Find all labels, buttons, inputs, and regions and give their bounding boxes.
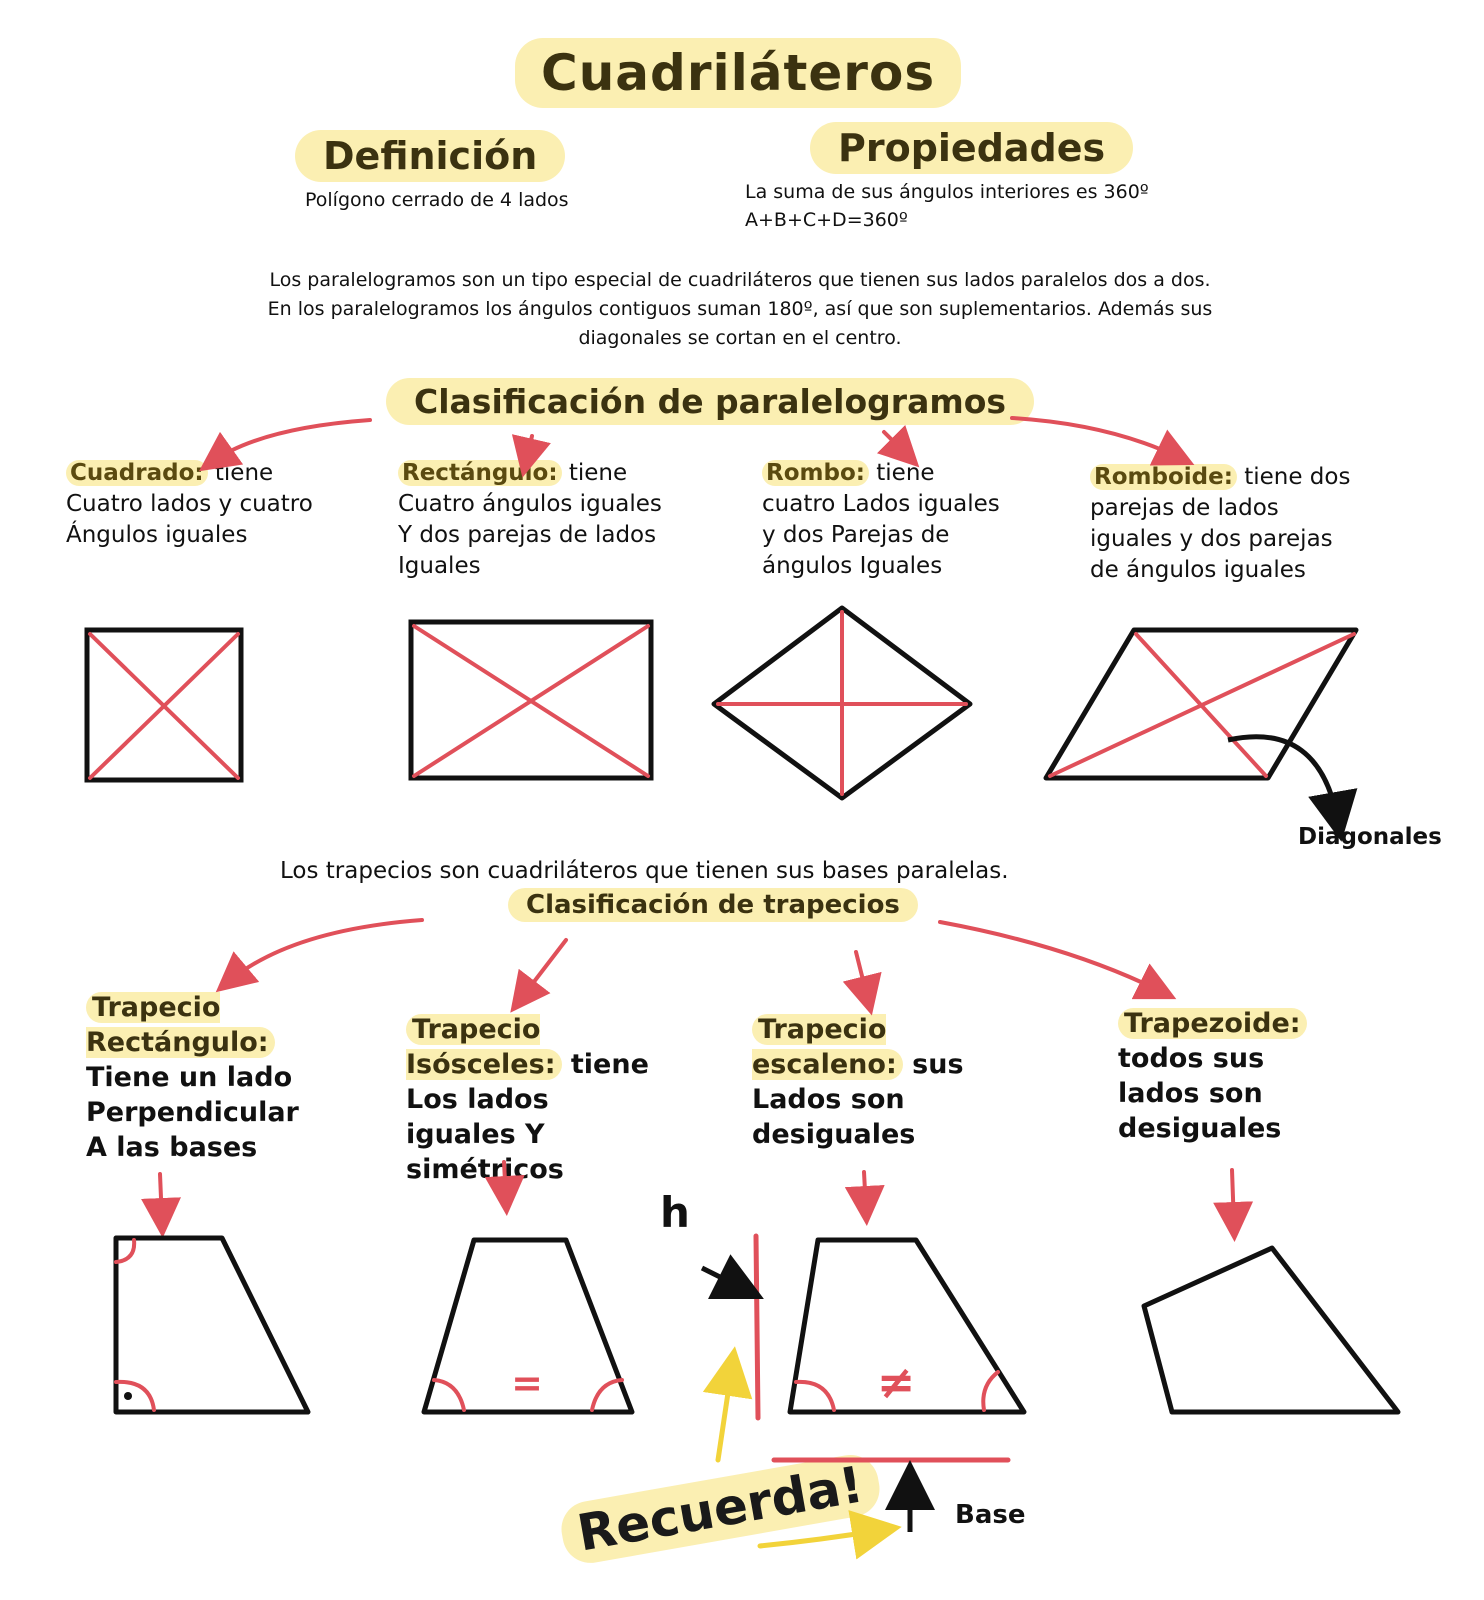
arrow-down-isosceles (484, 1160, 525, 1216)
caption-trapecio-rectangulo: Trapecio Rectángulo: Tiene un lado Perpe… (86, 990, 299, 1165)
rectangle-shape (408, 619, 654, 781)
arrow-to-rectangulo (511, 434, 551, 478)
arrow-to-trapezoide (938, 920, 1177, 1000)
height-line (753, 1233, 761, 1421)
height-label: h (660, 1188, 690, 1237)
caption-rectangulo: Rectángulo: tiene Cuatro ángulos iguales… (398, 458, 683, 582)
caption-trapezoide-text: todos sus lados son desiguales (1118, 1043, 1282, 1144)
trapezoid-irregular-shape (1141, 1245, 1401, 1415)
arrow-to-trapecio-isosceles (510, 938, 568, 1013)
properties-line-2: A+B+C+D=360º (745, 209, 908, 231)
caption-rectangulo-text: tiene Cuatro ángulos iguales Y dos parej… (398, 460, 662, 579)
diagonals-pointer-arrow (1227, 734, 1358, 842)
caption-cuadrado-text: tiene Cuatro lados y cuatro Ángulos igua… (66, 460, 313, 548)
scalene-not-equal-mark: ≠ (877, 1355, 916, 1409)
right-trapezoid-shape (113, 1235, 311, 1415)
caption-trapecio-escaleno-text: sus Lados son desiguales (752, 1049, 964, 1150)
rhombus-shape (711, 605, 973, 801)
caption-rombo-label: Rombo: (762, 460, 869, 486)
yellow-arrow-up (702, 1346, 753, 1463)
arrow-down-trapezoide (1213, 1168, 1254, 1242)
page-title: Cuadriláteros (515, 38, 962, 108)
caption-cuadrado-label: Cuadrado: (66, 460, 208, 486)
arrow-down-escaleno (844, 1170, 885, 1226)
definition-text: Polígono cerrado de 4 lados (305, 189, 569, 211)
arrow-to-trapecio-rectangulo (215, 918, 424, 993)
arrow-to-rombo (876, 424, 920, 468)
caption-trapecio-escaleno: Trapecio escaleno: sus Lados son desigua… (752, 1012, 982, 1152)
caption-romboide-text: tiene dos parejas de lados iguales y dos… (1090, 464, 1351, 583)
caption-trapecio-rectangulo-text: Tiene un lado Perpendicular A las bases (86, 1062, 299, 1163)
caption-romboide-label: Romboide: (1090, 464, 1237, 490)
properties-heading: Propiedades (810, 122, 1134, 174)
caption-rombo-text: tiene cuatro Lados iguales y dos Parejas… (762, 460, 1000, 579)
caption-trapezoide: Trapezoide: todos sus lados son desigual… (1118, 1006, 1318, 1146)
arrow-to-romboide (1010, 416, 1195, 466)
height-pointer-arrow (700, 1254, 764, 1299)
caption-trapezoide-label: Trapezoide: (1118, 1008, 1307, 1039)
parallelograms-intro-line-3: diagonales se cortan en el centro. (578, 327, 902, 349)
parallelograms-intro-line-1: Los paralelogramos son un tipo especial … (269, 269, 1211, 291)
isosceles-trapezoid-shape (421, 1237, 635, 1415)
caption-cuadrado: Cuadrado: tiene Cuatro lados y cuatro Án… (66, 458, 336, 551)
trapezoids-intro: Los trapecios son cuadriláteros que tien… (280, 858, 1009, 884)
yellow-arrow-right (757, 1510, 902, 1560)
parallelograms-intro: Los paralelogramos son un tipo especial … (140, 266, 1340, 353)
arrow-to-cuadrado (198, 418, 372, 472)
caption-romboide: Romboide: tiene dos parejas de lados igu… (1090, 462, 1360, 586)
parallelograms-intro-line-2: En los paralelogramos los ángulos contig… (267, 298, 1213, 320)
rhomboid-shape (1043, 627, 1359, 781)
isosceles-equal-mark: = (511, 1361, 543, 1405)
definition-heading: Definición (295, 130, 566, 182)
caption-trapecio-isosceles-text: tiene Los lados iguales Y simétricos (406, 1049, 649, 1185)
arrow-down-rectangulo (141, 1172, 181, 1238)
square-shape (84, 627, 244, 783)
caption-trapecio-isosceles: Trapecio Isósceles: tiene Los lados igua… (406, 1012, 656, 1187)
parallelogram-classification-heading: Clasificación de paralelogramos (386, 378, 1035, 425)
properties-line-1: La suma de sus ángulos interiores es 360… (745, 181, 1149, 203)
caption-rombo: Rombo: tiene cuatro Lados iguales y dos … (762, 458, 1012, 582)
trapezoid-classification-heading: Clasificación de trapecios (508, 888, 918, 922)
base-label: Base (955, 1500, 1026, 1530)
scalene-trapezoid-shape (787, 1237, 1027, 1415)
arrow-to-trapecio-escaleno (842, 950, 882, 1016)
